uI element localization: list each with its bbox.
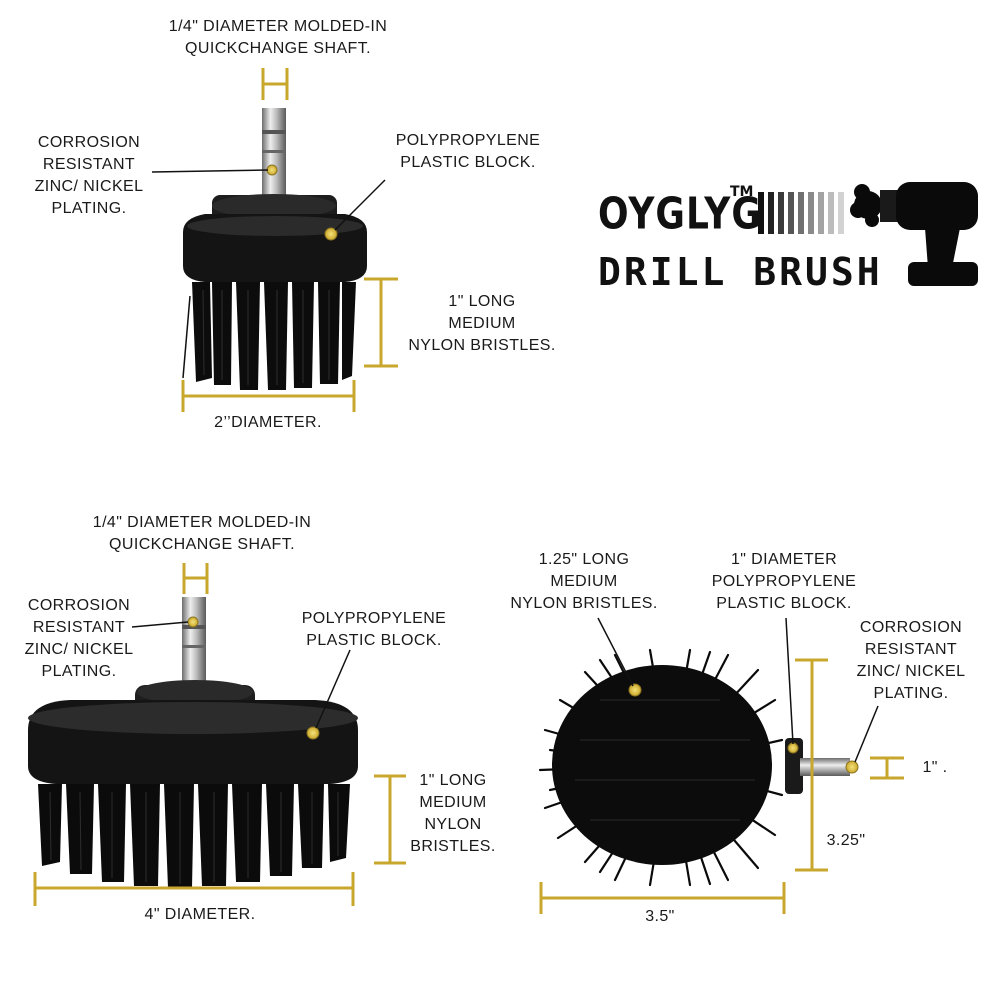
drill-icon (850, 182, 978, 286)
brand-stripes (758, 192, 844, 234)
diameter-label: 4" DIAMETER. (144, 906, 256, 923)
product-title: DRILL BRUSH (598, 250, 883, 294)
brush-round-image (538, 648, 859, 887)
trademark-symbol: TM (730, 184, 754, 200)
width-label: 3.5" (645, 908, 675, 925)
shaft-length-label: 1" . (922, 759, 948, 776)
height-label: 3.25" (826, 832, 866, 849)
brush-4in-image (28, 597, 358, 888)
brush-2in-image (183, 108, 367, 390)
brand-name: OYGLYG (598, 190, 762, 240)
diameter-label: 2’’DIAMETER. (214, 414, 322, 431)
